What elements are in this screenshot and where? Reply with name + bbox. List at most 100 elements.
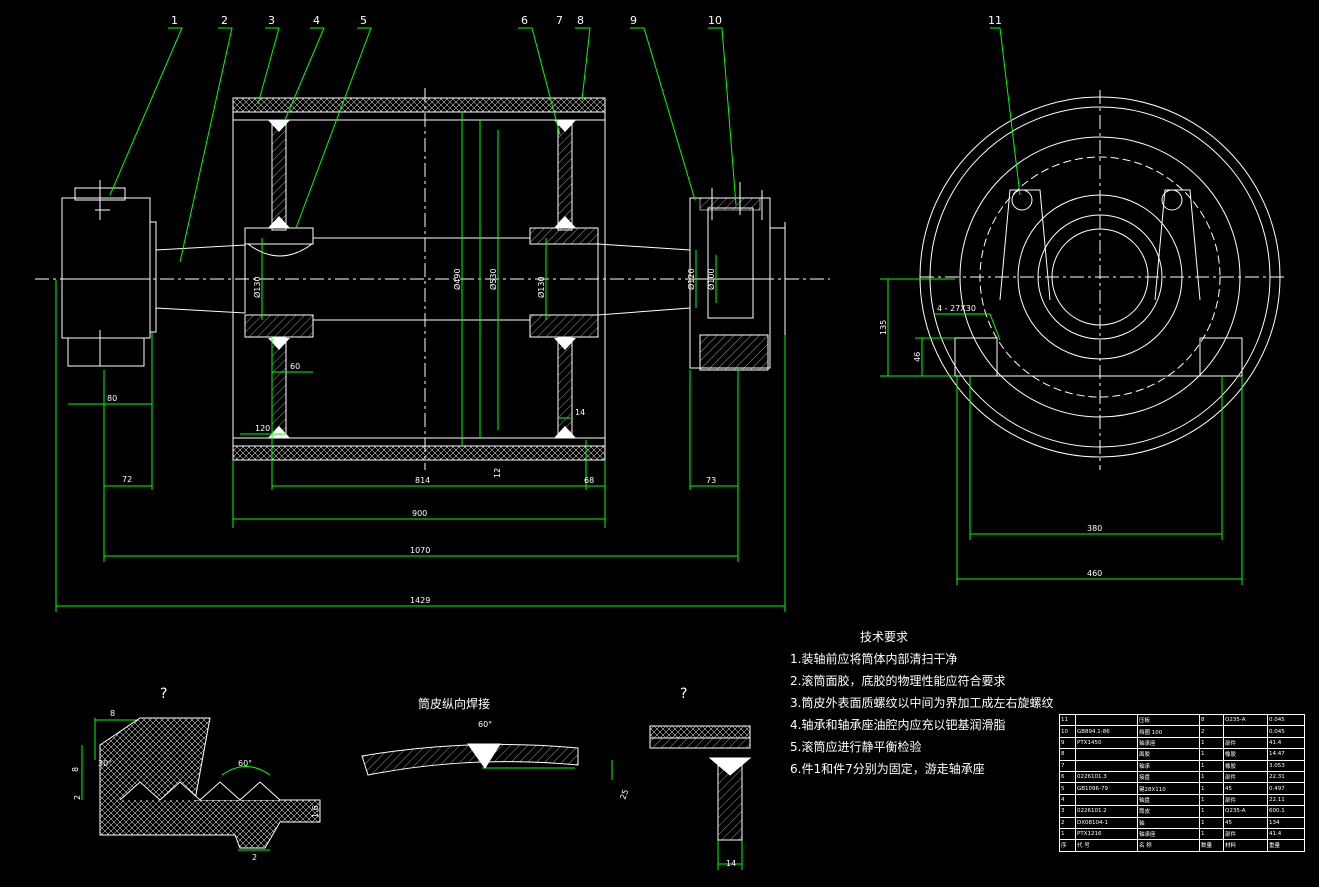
bom-cell: 部件	[1223, 827, 1268, 841]
bom-cell: 面胶	[1137, 748, 1200, 761]
dim-814: 814	[415, 476, 430, 485]
bom-cell: 22.11	[1267, 793, 1305, 807]
detail-mark: ?	[160, 686, 167, 702]
dim-60: 60	[290, 362, 300, 371]
dim-900: 900	[412, 509, 427, 518]
bom-cell: 1	[1199, 782, 1224, 795]
bom-cell: 压板	[1137, 713, 1200, 727]
bom-cell	[1075, 748, 1138, 761]
dim-1070: 1070	[410, 546, 430, 555]
part-number: 1	[171, 14, 178, 27]
weld-angle: 60°	[478, 720, 492, 729]
detail-dim: 25	[618, 788, 630, 801]
bom-cell: 轴盘	[1137, 793, 1200, 807]
part-number: 10	[708, 14, 722, 27]
requirement-item: 5.滚筒应进行静平衡检验	[790, 740, 922, 754]
bom-cell: 45	[1223, 816, 1268, 829]
part-number: 8	[577, 14, 584, 27]
bom-header-cell: 代 号	[1075, 839, 1138, 852]
bom-header-cell: 重量	[1267, 839, 1305, 852]
bom-cell: 1	[1199, 816, 1224, 829]
dim-holes: 4 - 27X30	[937, 304, 976, 313]
dim-dia130-right: Ø130	[536, 276, 546, 298]
dim-460: 460	[1087, 569, 1102, 578]
bom-cell: 5	[1059, 782, 1076, 795]
bom-header-cell: 名 称	[1137, 839, 1200, 852]
part-number: 9	[630, 14, 637, 27]
bom-header-cell: 序	[1059, 839, 1076, 852]
bom-cell: 14.47	[1267, 748, 1305, 761]
part-number: 4	[313, 14, 320, 27]
bom-cell: 部件	[1223, 793, 1268, 807]
bom-cell: 22.31	[1267, 770, 1305, 784]
bom-cell: 11	[1059, 713, 1076, 727]
bom-cell	[1075, 713, 1138, 727]
bom-cell: Q235-A	[1223, 805, 1268, 818]
bom-cell: 7	[1059, 759, 1076, 772]
detail-mark: ?	[680, 686, 687, 702]
bom-cell: 45	[1223, 782, 1268, 795]
detail-dim: 14	[726, 859, 736, 868]
detail-dim: 60°	[238, 759, 252, 768]
bom-cell: 1	[1199, 770, 1224, 784]
requirement-item: 3.筒皮外表面质螺纹以中间为界加工成左右旋螺纹	[790, 696, 1054, 710]
detail-dim: 8	[110, 709, 115, 718]
bom-cell: 0.497	[1267, 782, 1305, 795]
dim-68: 68	[584, 476, 594, 485]
dim-80: 80	[107, 394, 117, 403]
bom-cell: 1	[1059, 827, 1076, 841]
bom-cell: 8	[1059, 748, 1076, 761]
bom-cell: 1	[1199, 805, 1224, 818]
dim-14: 14	[575, 408, 585, 417]
bom-cell: 1	[1199, 793, 1224, 807]
bom-cell: 10	[1059, 725, 1076, 738]
dim-120: 120	[255, 424, 270, 433]
requirement-item: 1.装轴前应将筒体内部清扫干净	[790, 652, 958, 666]
bom-cell: 部件	[1223, 770, 1268, 784]
requirement-item: 2.滚筒面胶，底胶的物理性能应符合要求	[790, 674, 1006, 688]
bom-cell: 134	[1267, 816, 1305, 829]
bom-cell: GB1096-79	[1075, 782, 1138, 795]
detail-dim: 30°	[98, 759, 112, 768]
detail-dim: 2	[73, 795, 82, 800]
bom-cell: 橡胶	[1223, 748, 1268, 761]
bom-cell: 6	[1059, 770, 1076, 784]
requirement-item: 6.件1和件7分别为固定，游走轴承座	[790, 762, 985, 776]
bom-cell: 部件	[1223, 736, 1268, 750]
bom-header-row: 序代 号名 称数量材料重量	[1059, 839, 1305, 852]
part-number: 6	[521, 14, 528, 27]
bom-cell	[1223, 725, 1268, 738]
bom-cell: 41.4	[1267, 736, 1305, 750]
bom-cell: 筒皮	[1137, 805, 1200, 818]
bom-cell: 0.045	[1267, 713, 1305, 727]
bom-cell: 600.1	[1267, 805, 1305, 818]
bom-header-cell: 材料	[1223, 839, 1268, 852]
bom-cell	[1075, 759, 1138, 772]
part-number: 5	[360, 14, 367, 27]
bom-cell: 轴承座	[1137, 736, 1200, 750]
dim-dia120: Ø120	[686, 268, 696, 290]
bom-cell: PTX1450	[1075, 736, 1138, 750]
bom-cell	[1075, 793, 1138, 807]
bom-cell: 1	[1199, 827, 1224, 841]
bom-cell: 8	[1199, 713, 1224, 727]
bom-cell: 挡圈 100	[1137, 725, 1200, 738]
bom-cell: 1	[1199, 759, 1224, 772]
bom-cell: GB894.1-86	[1075, 725, 1138, 738]
bom-cell: 3	[1059, 805, 1076, 818]
bom-cell: 接盘	[1137, 770, 1200, 784]
dim-135: 135	[879, 320, 888, 335]
bom-cell: 0226101.2	[1075, 805, 1138, 818]
dim-12: 12	[493, 468, 502, 478]
